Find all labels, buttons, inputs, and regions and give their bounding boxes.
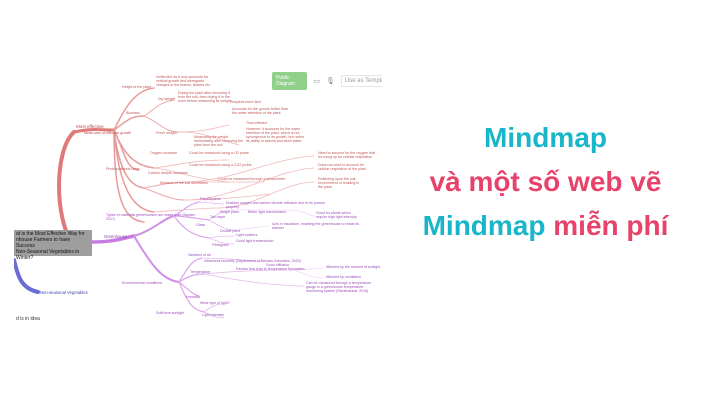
node-co2-need-1: Does not need to account for: [318, 163, 365, 167]
node-measured-temp-1: Can be measured through a temperature: [306, 281, 371, 285]
node-polyeth-note-2: property: [226, 205, 239, 209]
node-o2-need-2: it's using up for cellular respiration: [318, 155, 372, 159]
node-light-scatters: Light scatters: [236, 233, 258, 237]
node-insulation-1: Acts in insulation, enabling the greenho…: [272, 222, 359, 226]
template-search-input[interactable]: Use as Template: [340, 75, 382, 87]
node-tensiometer: Could be measured through a tensiometer: [218, 177, 286, 181]
node-time-efficient: Time-efficient: [246, 121, 267, 125]
node-factors: Factors that lead to temperature fluctua…: [236, 267, 305, 271]
node-insulation-2: warmer: [272, 226, 285, 230]
comment-icon[interactable]: ▭: [313, 77, 320, 85]
headline-mindmap: Mindmap: [422, 210, 546, 241]
node-humidity: Humidity: [186, 295, 200, 299]
node-types-2: 2017): [106, 217, 115, 221]
node-measured-temp-3: monitoring system (Ravishankar, 2018): [306, 289, 368, 293]
node-however-4: its ability to absorb and store water: [246, 139, 302, 143]
node-polyethylene: Polyethylene: [200, 197, 221, 201]
node-polyeth-note-1: Enables oxygen and carbon dioxide diffus…: [226, 201, 325, 205]
root-question-node[interactable]: at is the Most Effective Way for nhouse …: [14, 230, 92, 261]
node-height-note-3: changes in the leaves, flowers etc.: [156, 83, 211, 87]
node-non-seasonal: Non-seasonal Vegetables: [40, 290, 88, 295]
node-good-plants-1: Good for plants which: [316, 211, 351, 215]
node-oxygen: Oxygen increase: [150, 151, 177, 155]
node-good-plants-2: require high light intensity: [316, 215, 357, 219]
node-good-light: Good light transmission: [236, 239, 274, 243]
node-accounts-2: the water retention of the plant: [232, 111, 281, 115]
node-dry-note-2: from the soil, then drying it in the: [178, 95, 230, 99]
node-env-conditions: Environmental conditions: [122, 281, 162, 285]
node-dry-weight: Dry weight: [158, 97, 175, 101]
mindmap-canvas: Most effective Meas-ures of effective gr…: [14, 75, 380, 319]
headline-free: miễn phí: [553, 210, 669, 241]
node-temperature: Temperature: [190, 270, 210, 274]
node-however-3: synonymous to its growth, but rather: [246, 135, 305, 139]
mindmap-screenshot: Most effective Meas-ures of effective gr…: [14, 70, 382, 332]
node-double-pane: Double pane: [220, 229, 240, 233]
node-fresh-note-3: plant from the soil: [194, 143, 223, 147]
node-accounts-1: Accounts for the growth better than: [232, 107, 288, 111]
node-measures: Meas-ures of effective growth: [84, 131, 131, 135]
node-fresh-weight: Fresh weight: [156, 131, 177, 135]
node-light-intensity: Light intensity: [202, 313, 224, 317]
node-fresh-note-1: Measuring the weight: [194, 135, 228, 139]
node-co2: Carbon dioxide decrease: [148, 171, 188, 175]
node-tensio-note-1: Reflecting upon the soil: [318, 177, 356, 181]
node-variation: Variation of air: [188, 253, 212, 257]
node-co2-need-2: cellular respiration of the plant: [318, 167, 366, 171]
node-co2-probe: Could be measured using a CO2 probe: [189, 163, 252, 167]
node-height-note-2: vertical growth and disregards: [156, 79, 204, 83]
node-tensio-note-3: the plant: [318, 185, 332, 189]
diagram-toolbar: Public Diagram ▭ 🎙 Use as Template: [272, 72, 382, 90]
node-sunlight: Affected by the amount of sunlight: [326, 265, 380, 269]
node-glass: Glass: [196, 223, 205, 227]
node-most-effective: Most effective: [76, 124, 104, 129]
headline-line-2: và một số web vẽ: [429, 166, 662, 197]
node-two-layer: Two layer: [210, 215, 226, 219]
node-photosynthesis: Photosynthesis rates: [106, 167, 140, 171]
node-measured-temp-2: gauge in a greenhouse temperature: [306, 285, 363, 289]
node-what-light: What type of light?: [200, 301, 230, 305]
node-height: Height of the plant: [122, 85, 151, 89]
node-biomass: Biomass: [126, 111, 140, 115]
node-fiberglass: Fiberglass: [212, 243, 229, 247]
headline-line-1: Mindmap: [484, 122, 607, 153]
node-however-2: retention of the plant, which is not: [246, 131, 300, 135]
node-however-1: However, it accounts for the water: [246, 127, 301, 131]
headline-line-3: Mindmap miễn phí: [400, 210, 691, 242]
root-line-3: Non-Seasonal Vegetables in Winter?: [16, 249, 80, 261]
footer-note: d is in idea: [16, 316, 40, 322]
public-diagram-button[interactable]: Public Diagram: [272, 72, 308, 90]
node-greenhouse: Greenhouse: [104, 234, 128, 239]
microphone-icon[interactable]: 🎙: [326, 77, 335, 85]
node-moisture: Moisture of the soil decreases: [160, 181, 208, 185]
node-dry-note-3: oven before measuring its weight: [178, 99, 231, 103]
node-o2-probe: Could be measured using a O2 probe: [189, 151, 249, 155]
node-better-light: Better light transmission: [248, 210, 286, 214]
node-types-1: Types of materials greenhouses are made …: [106, 213, 196, 217]
node-tensio-note-2: environment of residing in: [318, 181, 359, 185]
node-single-pane: Single pane: [220, 210, 239, 214]
node-height-note-1: Ineffective as it only accounts for: [156, 75, 209, 79]
node-humidity-influence: Influences humidity (Department of Prima…: [204, 259, 301, 263]
node-sufficient-sunlight: Sufficient sunlight: [156, 311, 184, 315]
node-dry-note-1: Drying the plant after removing it: [178, 91, 230, 95]
node-requires: Requires more time: [230, 100, 261, 104]
root-line-2: nhouse Farmers to have Success: [16, 237, 71, 249]
node-good-diffusion: Good diffusion: [266, 263, 289, 267]
root-line-1: at is the Most Effective Way for: [16, 231, 85, 237]
node-o2-need-1: Need to account for the oxygen that: [318, 151, 375, 155]
node-ventilation: Affected by ventilation: [326, 275, 361, 279]
node-fresh-note-2: immediately after removing the: [194, 139, 243, 143]
